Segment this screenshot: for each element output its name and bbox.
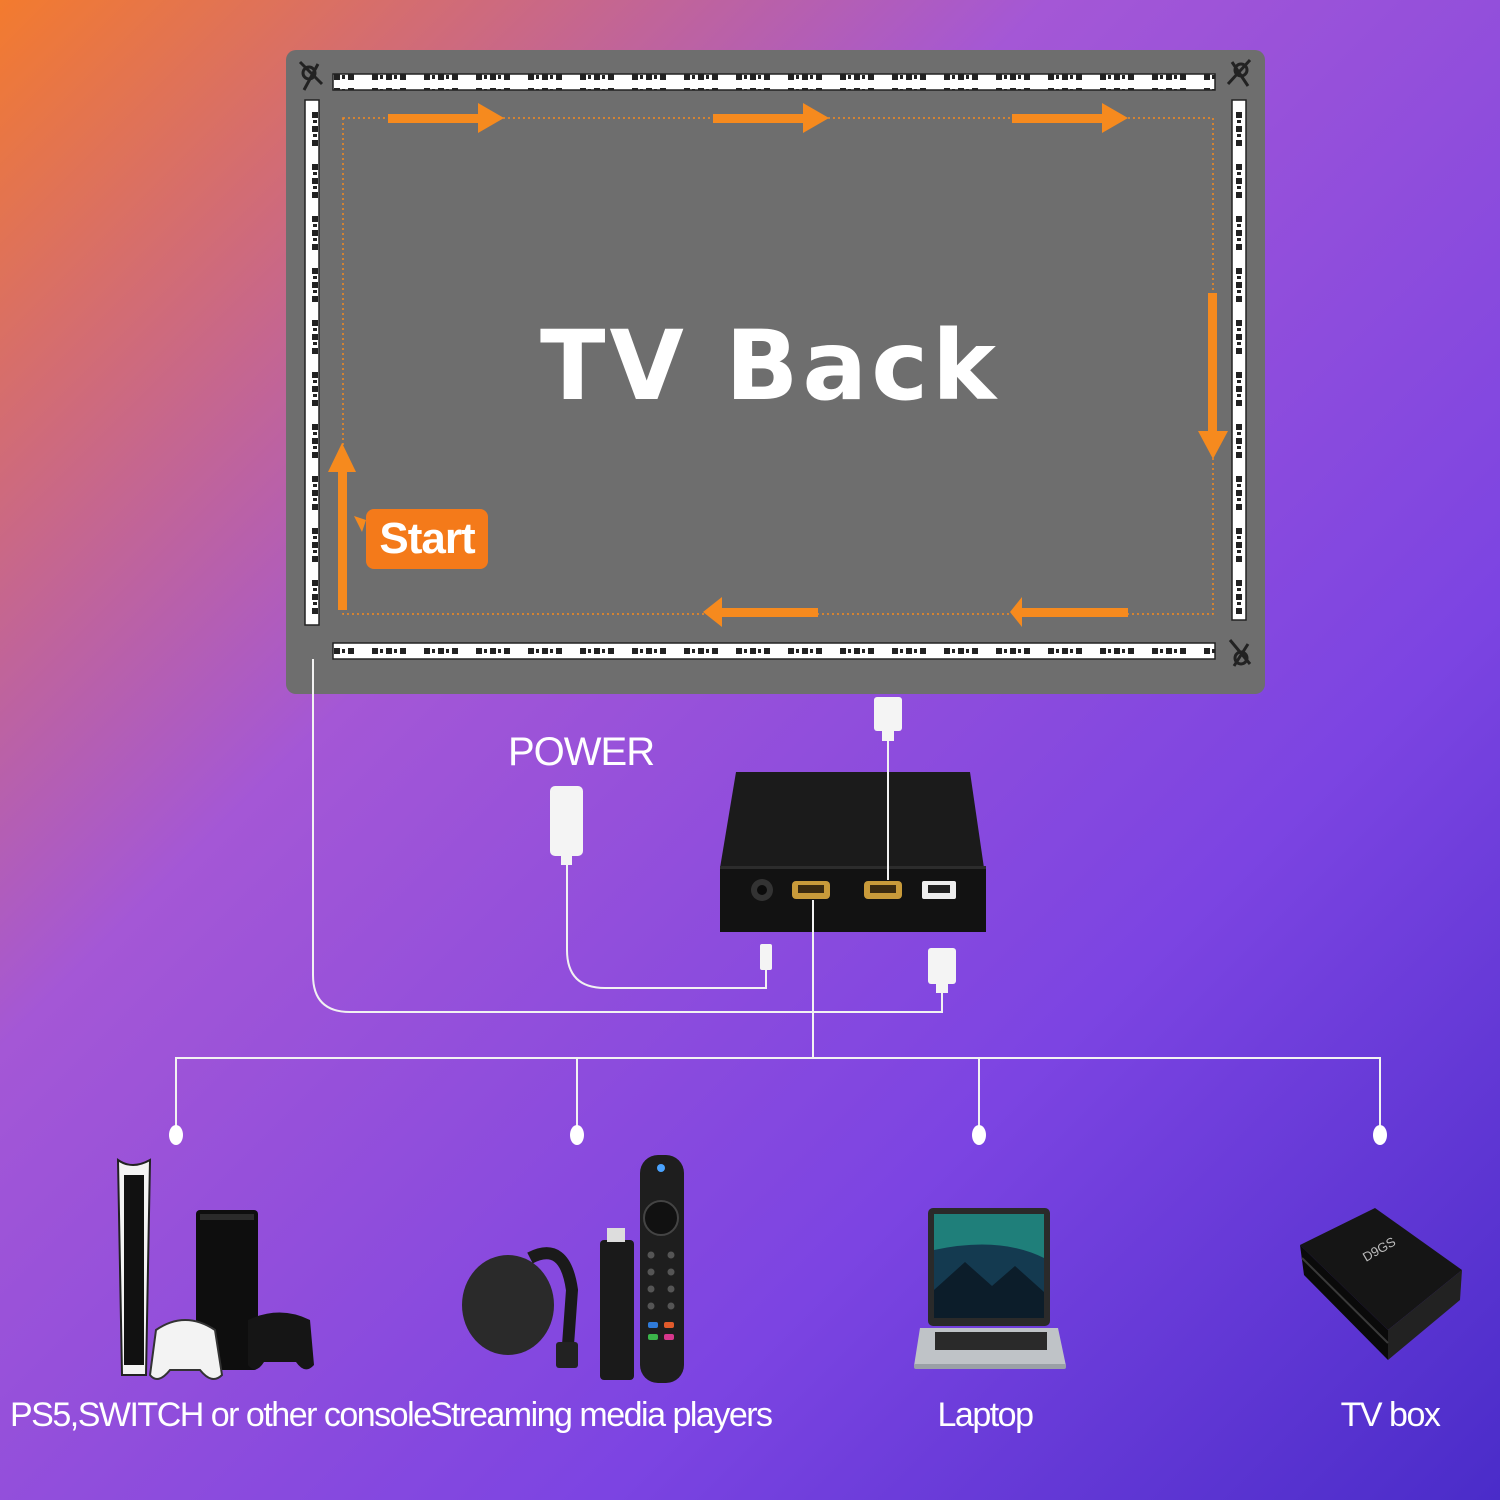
device-label-console: PS5,SWITCH or other console (10, 1396, 432, 1434)
wire-end-dots (169, 1125, 1387, 1145)
power-adapter-icon (550, 786, 583, 865)
corner-connector-icon (298, 58, 1252, 667)
laptop-icon (914, 1208, 1066, 1369)
wires (175, 659, 1381, 1133)
device-label-streaming: Streaming media players (430, 1396, 773, 1434)
start-badge: Start (366, 509, 488, 569)
streaming-devices-icon (462, 1155, 684, 1383)
hdmi-plug-icon (874, 697, 902, 741)
device-label-laptop: Laptop (937, 1396, 1035, 1434)
tv-back-panel (286, 50, 1265, 694)
device-label-tv-box: TV box (1340, 1396, 1441, 1434)
sync-box (720, 772, 986, 932)
usb-plug-icon (928, 948, 956, 993)
power-label: POWER (508, 730, 655, 774)
led-strip-right (1231, 99, 1247, 621)
power-plug-icon (760, 944, 772, 970)
console-icon (116, 1158, 314, 1380)
flow-arrows (328, 103, 1228, 627)
led-strip-bottom (332, 642, 1216, 660)
led-strip-left (304, 99, 320, 626)
led-strip-top (332, 73, 1216, 91)
tv-box-icon: D9GS (1300, 1208, 1462, 1360)
tv-back-title: TV Back (540, 310, 1000, 422)
